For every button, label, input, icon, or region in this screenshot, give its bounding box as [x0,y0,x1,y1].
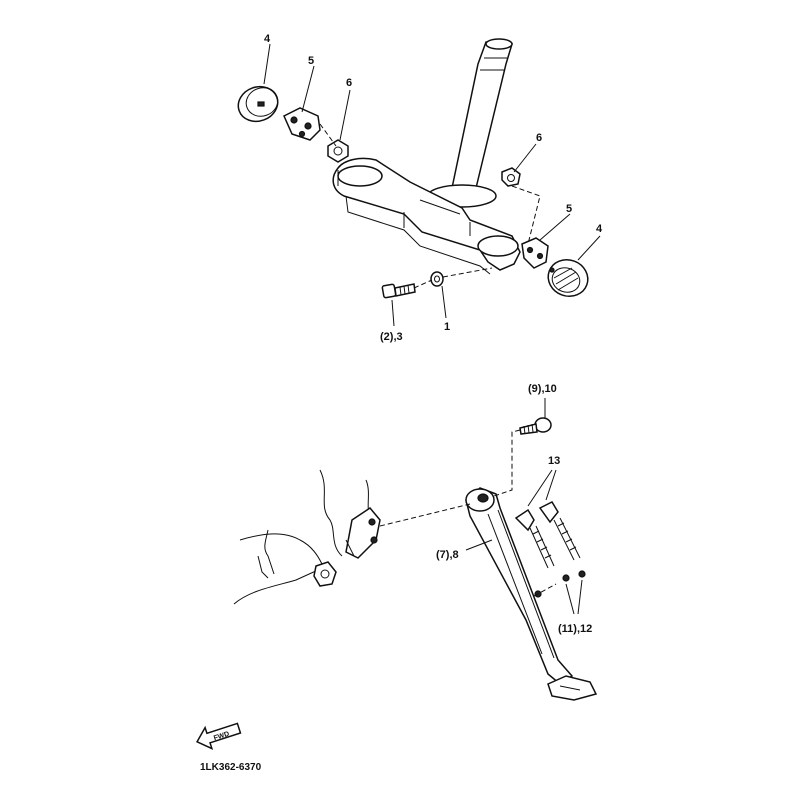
label-pivot-bolt: (9),10 [528,383,557,395]
label-stand-pin: (11),12 [558,623,592,635]
leader-lines-top [263,43,601,327]
mount-plate-left [283,107,321,141]
steering-stem [427,38,513,208]
drawing-code: 1LK362-6370 [200,762,262,773]
sidestand-assembly: (9),10 13 (7),8 (11),12 [233,383,598,701]
label-cap-right-number: 4 [596,223,603,235]
sidestand-leg [465,487,598,701]
reflector-cap-left [237,85,279,123]
label-cap-left-number: 4 [264,33,271,45]
fork-bracket-assembly: 4 5 6 6 5 4 (2),3 1 [237,33,603,343]
forward-arrow-label: FWD [213,731,230,743]
mount-plate-right [521,237,549,269]
label-sidestand: (7),8 [436,549,459,561]
label-plate-right-number: 5 [566,203,572,215]
leader-lines-bottom [379,398,583,615]
label-springs: 13 [548,455,560,467]
pivot-bolt [519,417,552,435]
label-bolt-top: (2),3 [380,331,403,343]
label-nut-left-number: 6 [346,77,352,89]
stand-bracket [345,507,381,559]
label-plate-left-number: 5 [308,55,314,67]
washer-top [430,271,444,287]
bolt-top [381,283,416,299]
forward-arrow-icon: FWD [196,722,242,750]
stand-springs [514,501,586,582]
label-nut-right-number: 6 [536,132,542,144]
label-washer-top: 1 [444,321,450,333]
nut-right [501,167,521,187]
nut-left [327,139,349,163]
reflector-cap-right [547,259,589,297]
lower-bracket [332,157,521,275]
